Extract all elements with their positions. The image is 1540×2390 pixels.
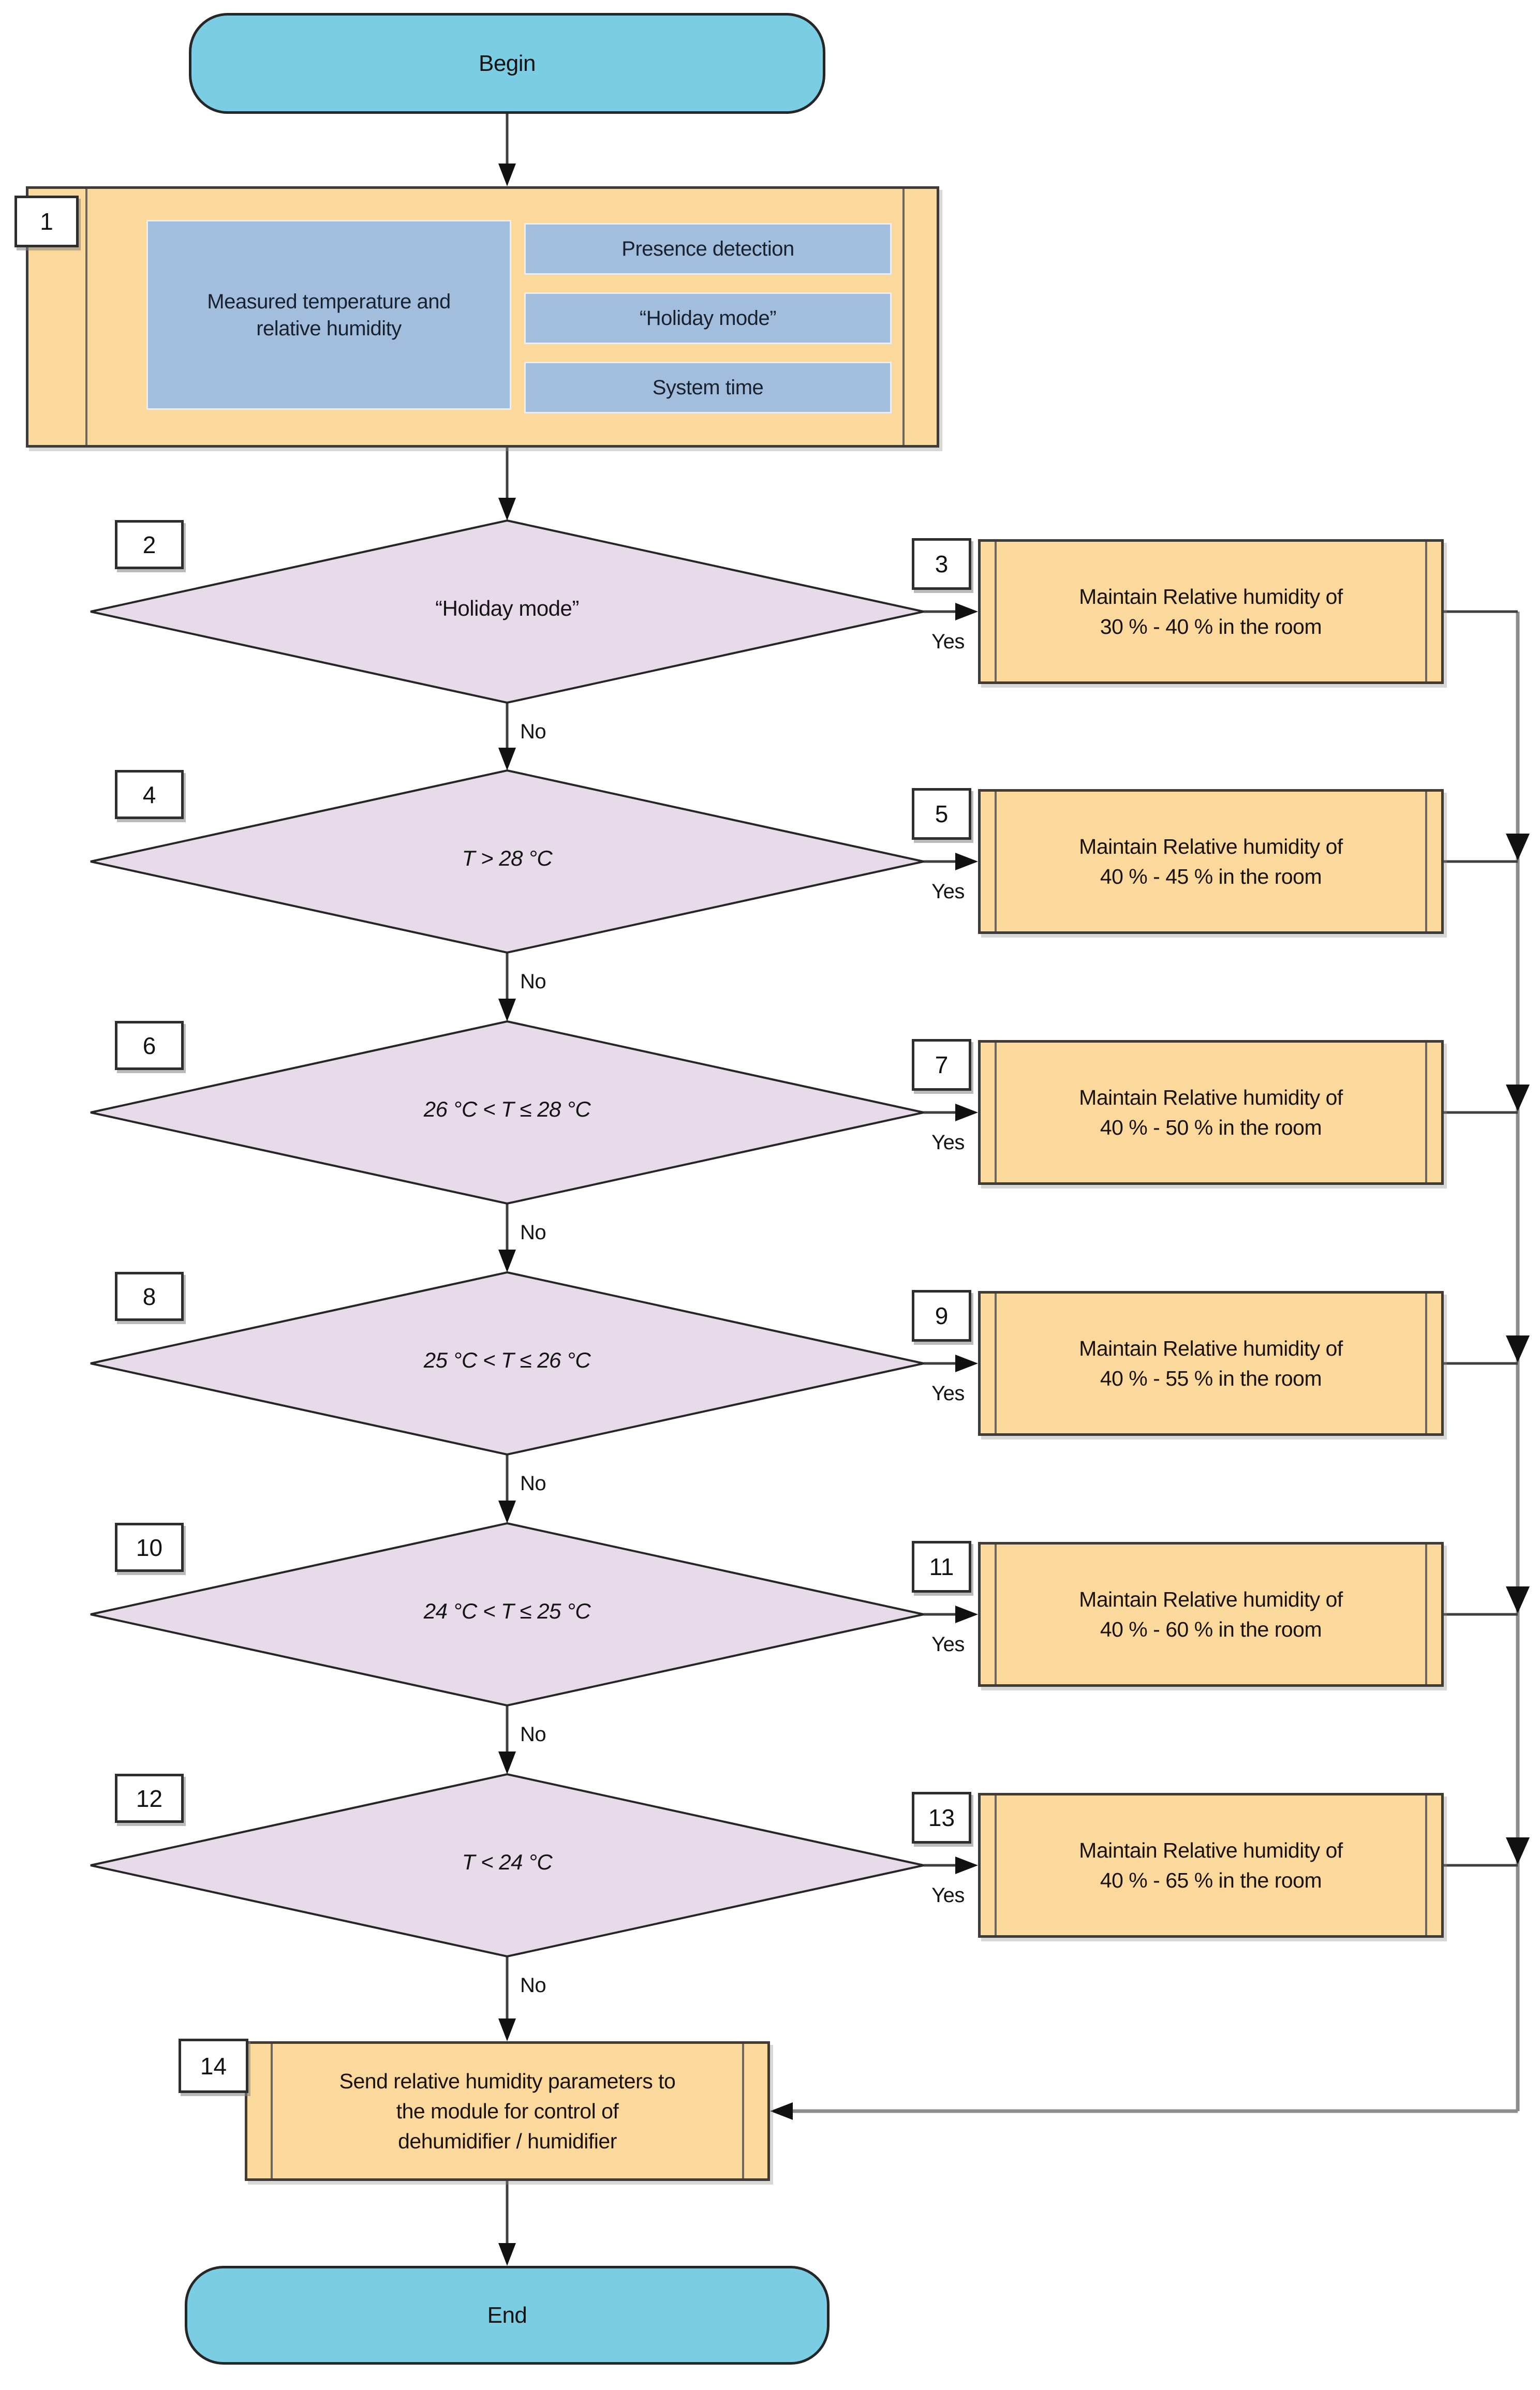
no-label-10: No [520, 1723, 546, 1746]
decision-diamonds [90, 519, 924, 1958]
action-7-right-bar [1425, 1043, 1427, 1182]
no-label-6: No [520, 1221, 546, 1244]
action-3-right-bar [1425, 542, 1427, 681]
action-3-text: Maintain Relative humidity of 30 % - 40 … [1079, 584, 1343, 639]
action-7-box: Maintain Relative humidity of 40 % - 50 … [978, 1040, 1444, 1185]
action-7-text: Maintain Relative humidity of 40 % - 50 … [1079, 1085, 1343, 1139]
decision-8-number-badge: 8 [115, 1272, 184, 1321]
action-5-box: Maintain Relative humidity of 40 % - 45 … [978, 789, 1444, 934]
action-9-box: Maintain Relative humidity of 40 % - 55 … [978, 1291, 1444, 1436]
decision-6-number-badge: 6 [115, 1021, 184, 1070]
action-3-left-bar [995, 542, 997, 681]
decision-8-condition: 25 °C < T ≤ 26 °C [423, 1348, 591, 1372]
decision-4-condition: T > 28 °C [462, 846, 553, 870]
decision-4-diamond [90, 769, 924, 954]
action-7-number-badge: 7 [912, 1039, 971, 1091]
action-13-number-badge: 13 [912, 1792, 971, 1844]
action-5-left-bar [995, 792, 997, 931]
decision-2-diamond [90, 519, 924, 704]
action-11-right-bar [1425, 1545, 1427, 1684]
action-13-left-bar [995, 1795, 997, 1935]
decision-12-number-badge: 12 [115, 1774, 184, 1823]
decision-10-condition: 24 °C < T ≤ 25 °C [423, 1599, 591, 1623]
action-13-text: Maintain Relative humidity of 40 % - 65 … [1079, 1838, 1343, 1892]
no-label-4: No [520, 970, 546, 993]
action-9-right-bar [1425, 1294, 1427, 1433]
decision-2-condition: “Holiday mode” [435, 596, 579, 620]
action-13-box: Maintain Relative humidity of 40 % - 65 … [978, 1793, 1444, 1938]
yes-label-2: Yes [931, 630, 965, 653]
process-1-right-bar [902, 189, 905, 445]
process-14-box: Send relative humidity parameters to the… [245, 2041, 770, 2181]
action-3-box: Maintain Relative humidity of 30 % - 40 … [978, 539, 1444, 684]
yes-label-4: Yes [931, 880, 965, 903]
action-13-right-bar [1425, 1795, 1427, 1935]
yes-label-6: Yes [931, 1131, 965, 1154]
end-terminator: End [185, 2266, 830, 2365]
process-14-number-badge: 14 [179, 2039, 248, 2093]
decision-2-number-badge: 2 [115, 520, 184, 569]
arrowheads [498, 164, 1530, 2266]
input-holiday-mode: “Holiday mode” [524, 292, 892, 344]
action-5-text: Maintain Relative humidity of 40 % - 45 … [1079, 834, 1343, 888]
yes-label-8: Yes [931, 1382, 965, 1405]
end-label: End [487, 2302, 527, 2328]
no-label-2: No [520, 720, 546, 743]
begin-label: Begin [478, 50, 536, 76]
decision-12-diamond [90, 1773, 924, 1958]
connector-lines [506, 114, 1518, 2244]
process-14-left-bar [271, 2044, 273, 2178]
yes-label-10: Yes [931, 1633, 965, 1656]
process-1-left-bar [85, 189, 87, 445]
decision-12-condition: T < 24 °C [462, 1850, 553, 1874]
yes-label-12: Yes [931, 1884, 965, 1907]
no-label-12: No [520, 1974, 546, 1997]
action-9-text: Maintain Relative humidity of 40 % - 55 … [1079, 1336, 1343, 1390]
process-14-text: Send relative humidity parameters to the… [339, 2069, 676, 2154]
decision-10-number-badge: 10 [115, 1523, 184, 1572]
process-1-number-badge: 1 [14, 196, 79, 247]
begin-terminator: Begin [189, 13, 825, 114]
action-7-left-bar [995, 1043, 997, 1182]
action-11-left-bar [995, 1545, 997, 1684]
input-system-time: System time [524, 362, 892, 413]
action-5-right-bar [1425, 792, 1427, 931]
input-measured-temp-humidity: Measured temperature and relative humidi… [146, 220, 511, 410]
decision-6-diamond [90, 1020, 924, 1205]
process-14-right-bar [742, 2044, 744, 2178]
action-9-number-badge: 9 [912, 1290, 971, 1342]
no-label-8: No [520, 1472, 546, 1495]
decision-8-diamond [90, 1271, 924, 1456]
decision-6-condition: 26 °C < T ≤ 28 °C [423, 1097, 591, 1121]
process-1-box: Measured temperature and relative humidi… [26, 186, 939, 448]
action-11-number-badge: 11 [912, 1541, 971, 1593]
action-5-number-badge: 5 [912, 788, 971, 840]
decision-10-diamond [90, 1522, 924, 1707]
action-9-left-bar [995, 1294, 997, 1433]
action-11-text: Maintain Relative humidity of 40 % - 60 … [1079, 1587, 1343, 1641]
input-presence-detection: Presence detection [524, 223, 892, 275]
decision-4-number-badge: 4 [115, 770, 184, 819]
action-11-box: Maintain Relative humidity of 40 % - 60 … [978, 1542, 1444, 1687]
action-3-number-badge: 3 [912, 538, 971, 590]
